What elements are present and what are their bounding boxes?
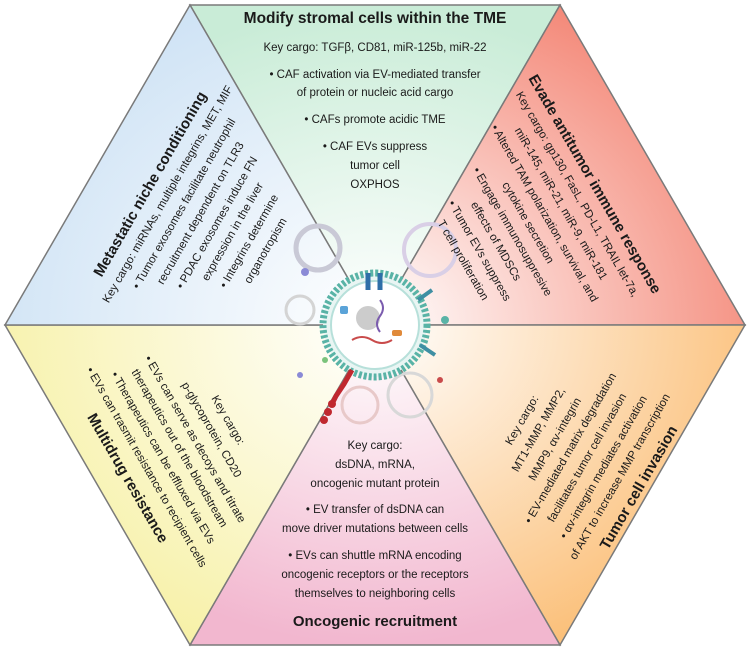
section-title: Modify stromal cells within the TME — [243, 10, 507, 27]
bullet-line: move driver mutations between cells — [282, 523, 468, 536]
protein-cargo-icon — [356, 306, 380, 330]
dna-cargo-icon — [376, 299, 384, 333]
section-title: Oncogenic recruitment — [292, 613, 458, 631]
small-vesicle-icon — [402, 222, 458, 278]
section-oncogenic-recruitment: Key cargo: dsDNA, mRNA, oncogenic mutant… — [240, 440, 510, 637]
small-vesicle-icon — [293, 223, 343, 273]
section-modify-stromal-cells: Modify stromal cells within the TME Key … — [225, 10, 525, 197]
key-cargo: oncogenic mutant protein — [310, 477, 440, 490]
key-cargo: Key cargo: — [347, 440, 403, 452]
small-vesicle-icon — [284, 294, 316, 326]
bullet-line: oncogenic receptors or the receptors — [281, 568, 469, 581]
bullet-line: of protein or nucleic acid cargo — [296, 87, 454, 100]
receptor-icon — [418, 343, 437, 357]
bullet-line: themselves to neighboring cells — [294, 587, 456, 600]
small-vesicle-icon — [386, 371, 434, 419]
receptor-icon — [416, 288, 434, 302]
molecule-icon — [340, 306, 348, 314]
bullet-line: • CAFs promote acidic TME — [304, 114, 446, 127]
bullet-line: • EVs can shuttle mRNA encoding — [288, 549, 462, 562]
key-cargo: Key cargo: TGFβ, CD81, miR-125b, miR-22 — [263, 41, 487, 54]
bullet-line: OXPHOS — [350, 178, 400, 191]
sector-top-left — [3, 3, 377, 326]
key-cargo: dsDNA, mRNA, — [335, 458, 415, 471]
bullet-line: • CAF EVs suppress — [322, 141, 428, 153]
protein-chain-icon — [329, 368, 355, 406]
molecule-icon — [392, 330, 402, 336]
extracellular-vesicle-illustration — [284, 222, 458, 425]
bullet-line: • EV transfer of dsDNA can — [305, 504, 445, 517]
bullet-line: tumor cell — [350, 159, 400, 172]
small-vesicle-icon — [340, 385, 380, 425]
bullet-line: • CAF activation via EV-mediated transfe… — [269, 68, 481, 81]
rna-cargo-icon — [351, 336, 393, 344]
